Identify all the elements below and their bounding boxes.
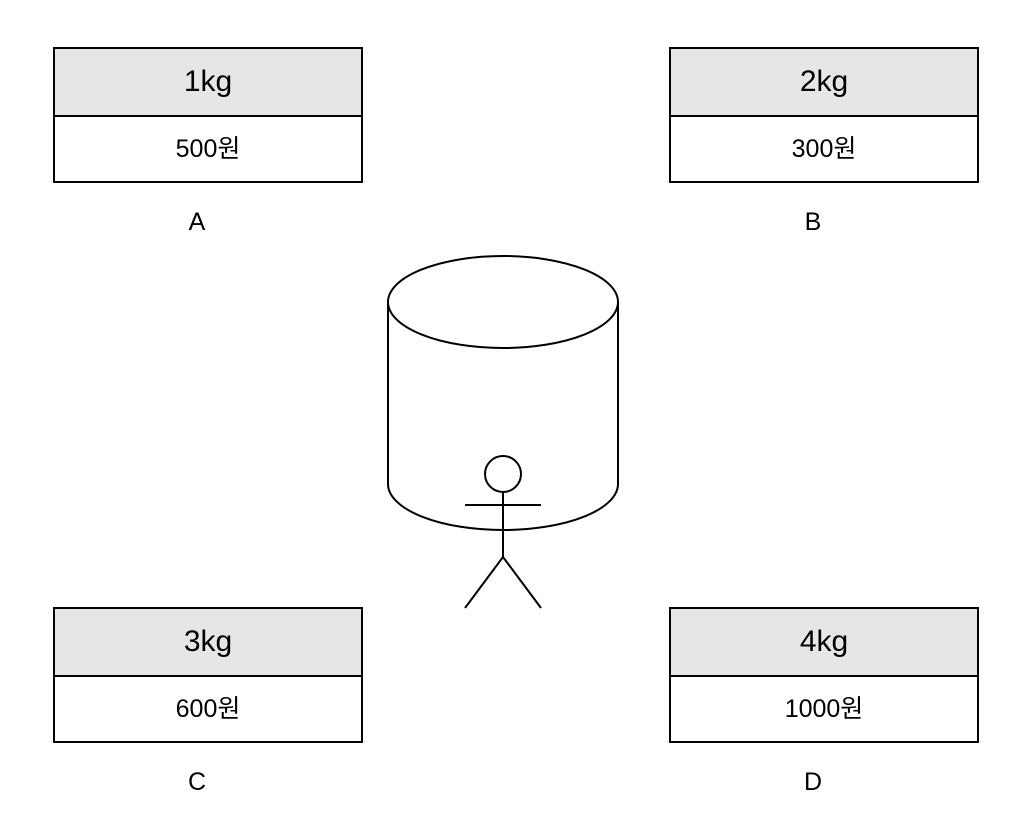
item-card-c: 3kg 600원: [53, 607, 363, 743]
item-label-b: B: [804, 208, 822, 236]
item-price: 300원: [671, 117, 977, 181]
item-weight: 1kg: [55, 49, 361, 117]
item-price: 500원: [55, 117, 361, 181]
item-card-d: 4kg 1000원: [669, 607, 979, 743]
cylinder-top: [387, 255, 619, 349]
item-label-a: A: [188, 208, 206, 236]
item-weight: 2kg: [671, 49, 977, 117]
item-price: 1000원: [671, 677, 977, 741]
item-label-c: C: [187, 768, 207, 796]
cylinder-icon: [387, 255, 619, 531]
stick-figure-icon: [464, 455, 542, 609]
item-label-d: D: [803, 768, 823, 796]
item-weight: 3kg: [55, 609, 361, 677]
figure-head: [484, 455, 522, 493]
figure-left-leg: [464, 556, 504, 609]
item-weight: 4kg: [671, 609, 977, 677]
figure-right-leg: [502, 556, 542, 609]
item-card-a: 1kg 500원: [53, 47, 363, 183]
item-price: 600원: [55, 677, 361, 741]
item-card-b: 2kg 300원: [669, 47, 979, 183]
